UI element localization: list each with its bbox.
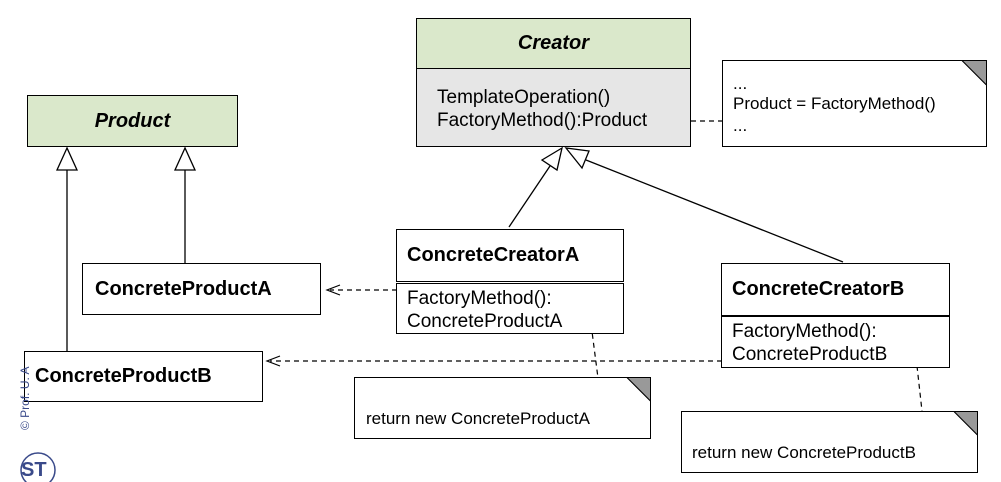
concrete-creator-b-method: ConcreteProductB bbox=[732, 344, 888, 365]
concrete-product-a-name: ConcreteProductA bbox=[95, 277, 272, 300]
concrete-creator-b-name: ConcreteCreatorB bbox=[732, 278, 905, 300]
dependency-arrowhead-b bbox=[265, 355, 281, 367]
creator-method: TemplateOperation() bbox=[437, 87, 611, 108]
concrete-product-a-class[interactable]: ConcreteProductA bbox=[82, 263, 321, 315]
concrete-creator-a-method: ConcreteProductA bbox=[407, 311, 563, 332]
inherit-arrow-product-a bbox=[173, 146, 197, 171]
note-frame bbox=[354, 377, 651, 439]
st-logo-icon: ST bbox=[20, 452, 56, 482]
copyright-credit: © Prof. U. A bbox=[18, 366, 32, 430]
inherit-line-creator-b bbox=[585, 159, 844, 263]
concrete-creator-b-methods[interactable]: FactoryMethod(): ConcreteProductB bbox=[721, 316, 950, 368]
concrete-creator-b-class-name[interactable]: ConcreteCreatorB bbox=[721, 263, 950, 316]
concrete-creator-a-method: FactoryMethod(): bbox=[407, 288, 552, 309]
concrete-product-b-name: ConcreteProductB bbox=[35, 365, 212, 387]
creator-methods[interactable]: TemplateOperation() FactoryMethod():Prod… bbox=[416, 68, 691, 147]
note-frame bbox=[722, 60, 987, 147]
inherit-arrow-product-b bbox=[55, 146, 79, 171]
inherit-arrow-creator-a bbox=[540, 146, 563, 172]
product-name: Product bbox=[94, 109, 171, 132]
inherit-line-creator-a bbox=[508, 165, 551, 228]
concrete-creator-b-method: FactoryMethod(): bbox=[732, 321, 877, 342]
inherit-arrow-creator-b bbox=[564, 147, 590, 170]
concrete-creator-a-class-name[interactable]: ConcreteCreatorA bbox=[396, 229, 624, 282]
note-frame bbox=[681, 411, 978, 473]
creator-name: Creator bbox=[517, 32, 590, 54]
logo-text: ST bbox=[21, 459, 47, 481]
creator-b-note[interactable]: return new ConcreteProductB bbox=[681, 411, 978, 473]
creator-note[interactable]: ... Product = FactoryMethod() ... bbox=[722, 60, 987, 147]
creator-note-line: Product = FactoryMethod() bbox=[733, 94, 936, 113]
creator-note-line: ... bbox=[733, 74, 748, 93]
creator-note-line: ... bbox=[733, 116, 748, 135]
dependency-arrowhead-a bbox=[325, 284, 341, 296]
concrete-creator-a-methods[interactable]: FactoryMethod(): ConcreteProductA bbox=[396, 283, 624, 334]
creator-class-name[interactable]: Creator bbox=[416, 18, 691, 69]
concrete-product-b-class[interactable]: ConcreteProductB bbox=[24, 351, 263, 402]
concrete-creator-a-name: ConcreteCreatorA bbox=[407, 244, 580, 266]
creator-a-note-text: return new ConcreteProductA bbox=[366, 409, 590, 428]
creator-a-note[interactable]: return new ConcreteProductA bbox=[354, 377, 651, 439]
creator-method: FactoryMethod():Product bbox=[437, 110, 648, 131]
product-class[interactable]: Product bbox=[27, 95, 238, 147]
creator-b-note-text: return new ConcreteProductB bbox=[692, 443, 916, 462]
